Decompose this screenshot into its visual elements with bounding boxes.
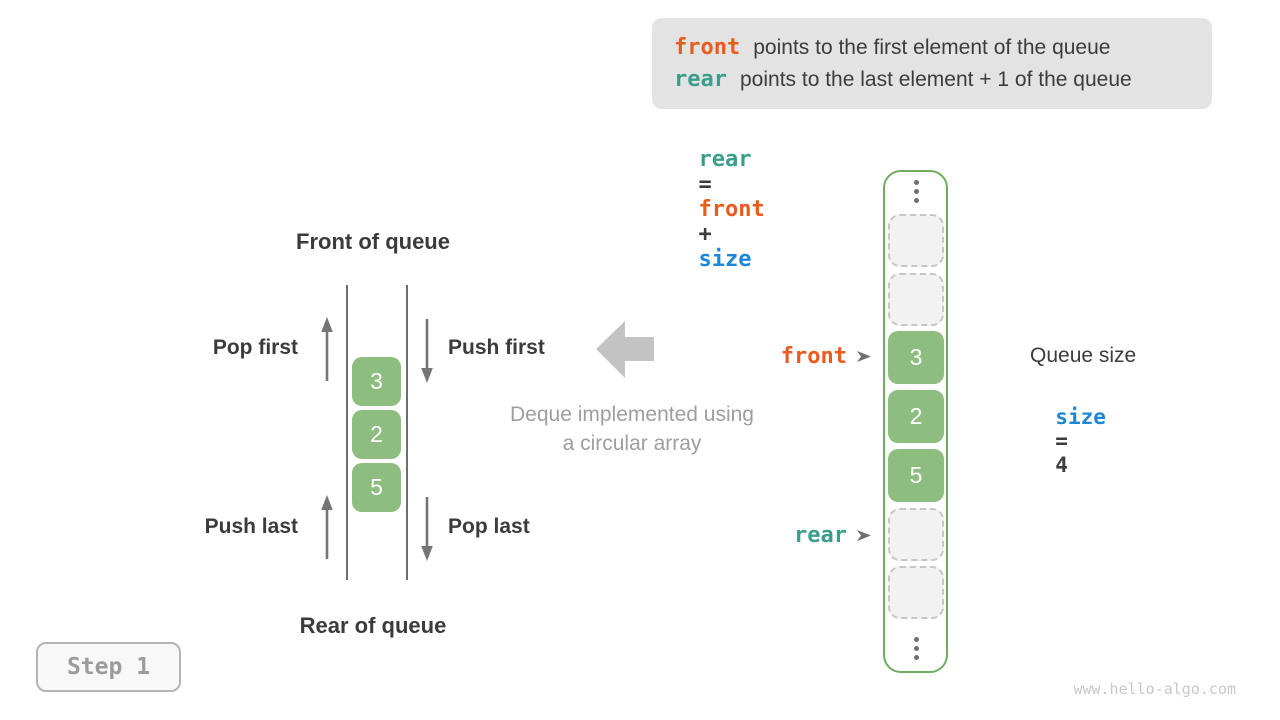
front-of-queue-label: Front of queue (296, 229, 450, 254)
array-cell-filled: 5 (888, 449, 944, 502)
pointer-arrowhead-icon (857, 530, 871, 541)
push-first-label: Push first (448, 336, 545, 359)
legend-front-line: front points to the first element of the… (674, 35, 1190, 60)
legend-box: front points to the first element of the… (652, 18, 1212, 109)
size-equals-sign: = (1055, 429, 1068, 453)
front-pointer: front (672, 344, 872, 369)
left-block-arrow-icon (596, 321, 654, 378)
deque-stack-cell: 2 (352, 410, 401, 459)
caption-line-1: Deque implemented using (510, 403, 754, 426)
size-equation: size = 4 (1030, 381, 1119, 477)
vertical-ellipsis-icon (905, 637, 927, 660)
array-cell-empty (888, 273, 944, 326)
formula-rear-equals-front-plus-size: rear = front + size (672, 122, 778, 272)
rear-description: points to the last element + 1 of the qu… (739, 68, 1132, 91)
deque-stack: 3 2 5 (352, 357, 401, 512)
caption-line-2: a circular array (562, 432, 702, 455)
step-badge: Step 1 (36, 642, 181, 692)
array-cell-empty (888, 214, 944, 267)
pop-last-label: Pop last (448, 515, 530, 538)
up-arrow-icon (321, 317, 333, 381)
deque-left-wall (346, 285, 348, 580)
formula-size-token: size (698, 247, 752, 272)
rear-pointer: rear (672, 523, 872, 548)
formula-rear-token: rear (698, 147, 752, 172)
down-arrow-icon (421, 319, 433, 383)
queue-size-label: Queue size (1030, 344, 1137, 367)
deque-stack-cell: 5 (352, 463, 401, 512)
pointer-arrowhead-icon (857, 351, 871, 362)
size-token: size (1055, 405, 1106, 429)
size-value: 4 (1055, 453, 1068, 477)
deque-right-wall (406, 285, 408, 580)
array-cell-filled: 2 (888, 390, 944, 443)
watermark: www.hello-algo.com (1073, 680, 1236, 698)
formula-front-token: front (698, 197, 765, 222)
array-cell-empty (888, 566, 944, 619)
pop-first-label: Pop first (212, 336, 298, 359)
front-pointer-token: front (780, 344, 847, 369)
front-description: points to the first element of the queue (753, 36, 1111, 59)
vertical-ellipsis-icon (905, 180, 927, 203)
formula-plus-sign: + (698, 222, 712, 247)
deque-caption: Deque implemented using a circular array (452, 400, 812, 458)
rear-token: rear (674, 67, 727, 92)
rear-pointer-token: rear (794, 523, 847, 548)
up-arrow-icon (321, 495, 333, 559)
deque-stack-cell: 3 (352, 357, 401, 406)
down-arrow-icon (421, 497, 433, 561)
array-cell-empty (888, 508, 944, 561)
rear-of-queue-label: Rear of queue (299, 613, 447, 638)
array-cell-filled: 3 (888, 331, 944, 384)
front-token: front (674, 35, 741, 60)
push-last-label: Push last (204, 515, 298, 538)
formula-equals-sign: = (698, 172, 712, 197)
legend-rear-line: rear points to the last element + 1 of t… (674, 67, 1190, 92)
